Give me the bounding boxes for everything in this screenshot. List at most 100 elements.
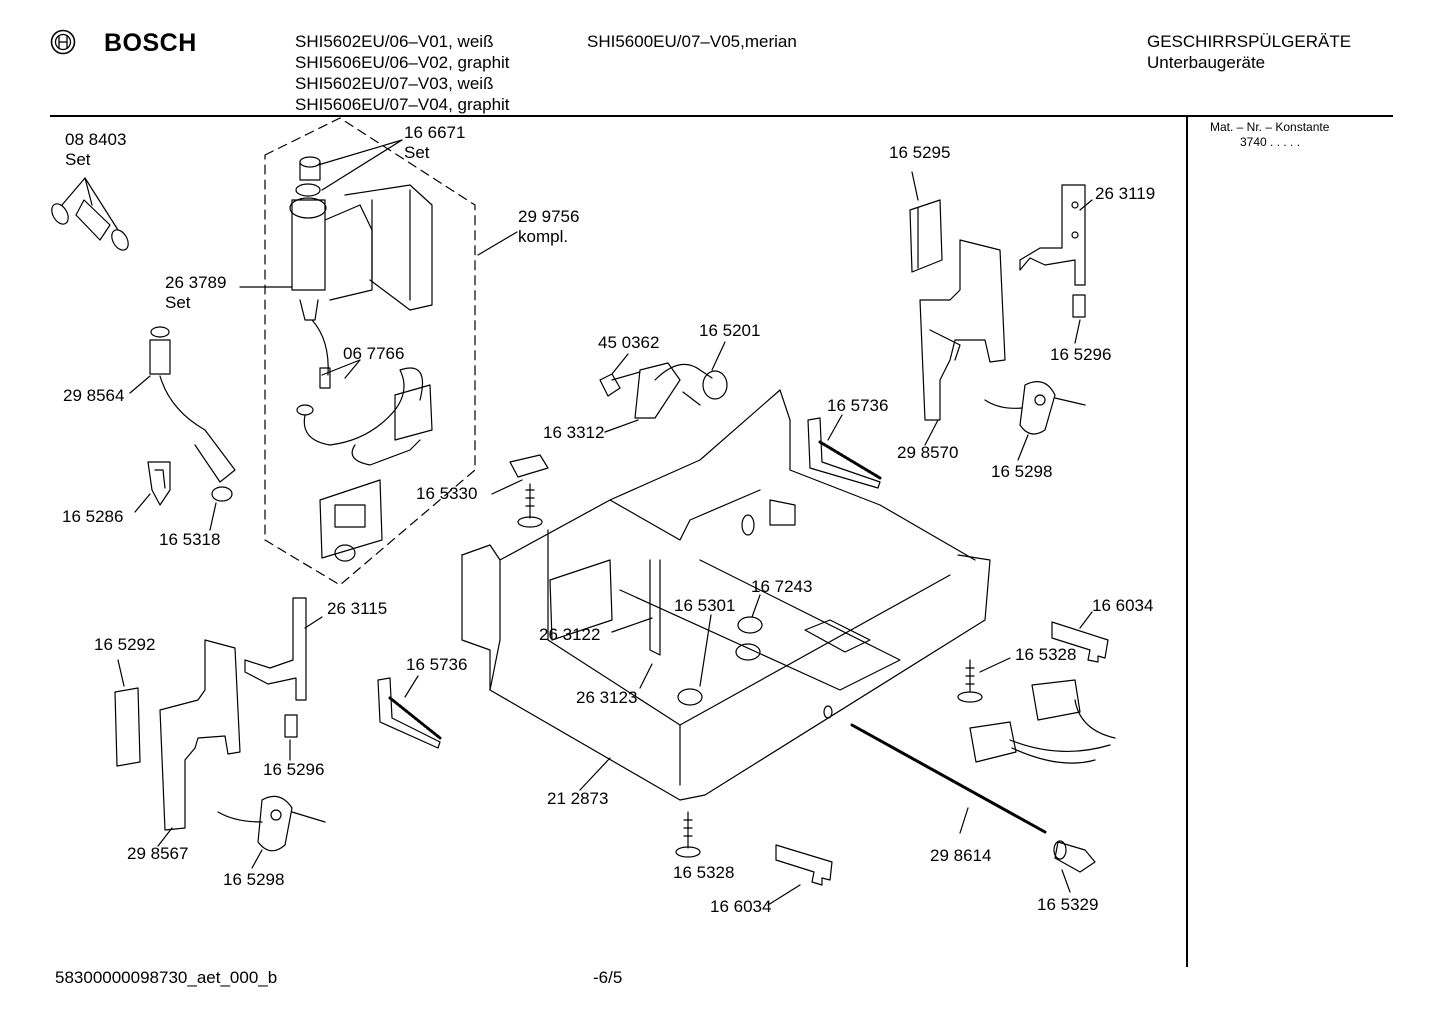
part-label: 16 5201	[699, 321, 761, 340]
part-label: 16 6034	[1092, 596, 1154, 615]
model-line: SHI5600EU/07–V05,merian	[587, 32, 797, 51]
hydraulic-rod-part	[850, 723, 1047, 834]
leader-line	[767, 884, 801, 906]
model-line: SHI5602EU/07–V03, weiß	[295, 74, 494, 93]
sidebar-title: Mat. – Nr. – Konstante	[1210, 120, 1330, 134]
hose-sleeve-part	[51, 177, 129, 251]
part-label: 16 5328	[1015, 645, 1077, 664]
hinge-plate-part	[159, 639, 241, 831]
part-label: 16 5318	[159, 530, 221, 549]
part-label: 16 5286	[62, 507, 124, 526]
hinge-bracket-part	[244, 597, 307, 701]
leader-line	[611, 617, 653, 633]
door-lock-part	[984, 381, 1086, 435]
sidebar-divider	[1186, 117, 1188, 967]
hinge-spring-part	[807, 417, 882, 489]
aquastop-connector-part	[599, 362, 728, 419]
leader-line	[491, 479, 523, 495]
hose-clip-part	[147, 461, 171, 506]
part-label: 29 8567	[127, 844, 189, 863]
terminal-strip-part	[1051, 621, 1109, 663]
leader-line	[924, 419, 939, 446]
part-label: 16 6034	[710, 897, 772, 916]
part-label: 16 5301	[674, 596, 736, 615]
part-label: 26 3119	[1095, 184, 1156, 203]
base-tub-part	[461, 389, 991, 801]
category-subtitle: Unterbaugeräte	[1147, 53, 1266, 72]
leader-line	[321, 359, 361, 376]
assembly-outline	[264, 117, 476, 586]
leader-line	[1079, 199, 1093, 211]
leader-line	[209, 502, 217, 531]
sidebar-value: 3740 . . . . .	[1240, 135, 1301, 149]
leader-line	[959, 807, 969, 834]
wiring-harness-part	[969, 679, 1116, 764]
valve-assembly-part	[289, 156, 433, 562]
leader-line	[344, 359, 361, 379]
drain-hose-part	[149, 326, 236, 502]
part-label: 16 3312	[543, 423, 605, 442]
leader-line	[979, 657, 1011, 673]
leader-line	[129, 375, 151, 394]
header-divider	[50, 115, 1393, 117]
leader-line	[1074, 319, 1081, 344]
part-label: 16 5736	[827, 396, 889, 415]
leader-line	[751, 594, 761, 618]
leader-line	[711, 341, 726, 371]
leader-line	[827, 414, 843, 441]
part-label: 26 3123	[576, 688, 638, 707]
part-label: 26 3122	[539, 625, 601, 644]
part-label: 16 5298	[991, 462, 1053, 481]
part-label: 06 7766	[343, 344, 405, 363]
leader-line	[639, 663, 653, 689]
hinge-catch-part	[1072, 294, 1086, 318]
end-cap-part	[1053, 840, 1096, 873]
part-label: 16 5328	[673, 863, 735, 882]
leader-line	[911, 171, 919, 201]
adjusting-foot-part	[509, 454, 549, 528]
part-label: 16 5295	[889, 143, 951, 162]
category-title: GESCHIRRSPÜLGERÄTE	[1147, 32, 1352, 51]
leader-line	[579, 757, 611, 791]
hinge-cover-part	[909, 199, 943, 273]
part-label: 16 5292	[94, 635, 156, 654]
part-label: 29 8614	[930, 846, 992, 865]
leveling-screw-part	[957, 659, 983, 703]
brand-name: BOSCH	[104, 29, 197, 57]
part-label: 29 8564	[63, 386, 125, 405]
hinge-catch-part	[284, 714, 298, 738]
page-number: -6/5	[593, 968, 623, 987]
terminal-strip-part	[775, 844, 833, 886]
leader-line	[477, 231, 518, 256]
model-line: SHI5606EU/06–V02, graphit	[295, 53, 510, 72]
leader-line	[134, 493, 151, 513]
bosch-armature-logo-icon	[50, 29, 76, 55]
leader-line	[304, 616, 323, 629]
leader-line	[1079, 611, 1093, 629]
leader-line	[251, 849, 263, 869]
leader-line	[604, 419, 639, 433]
category-block: GESCHIRRSPÜLGERÄTE Unterbaugeräte	[1147, 31, 1351, 73]
hinge-spring-part	[377, 677, 442, 749]
part-label: 29 8570	[897, 443, 959, 462]
leader-line	[157, 827, 173, 847]
model-line: SHI5606EU/07–V04, graphit	[295, 95, 510, 114]
hinge-plate-part	[919, 239, 1006, 421]
document-id: 58300000098730_aet_000_b	[55, 968, 278, 987]
leader-line	[321, 139, 403, 191]
part-label: 16 5296	[1050, 345, 1112, 364]
model-list-secondary: SHI5600EU/07–V05,merian	[587, 31, 797, 52]
part-label: 16 7243	[751, 577, 813, 596]
model-list-primary: SHI5602EU/06–V01, weiß SHI5606EU/06–V02,…	[295, 31, 510, 115]
leveling-screw-part	[675, 811, 701, 858]
part-label: 26 3115	[327, 599, 388, 618]
part-label: 16 5298	[223, 870, 285, 889]
part-label: 16 5329	[1037, 895, 1099, 914]
part-label: 16 5736	[406, 655, 468, 674]
leader-line	[404, 675, 419, 698]
part-label: 45 0362	[598, 333, 660, 352]
